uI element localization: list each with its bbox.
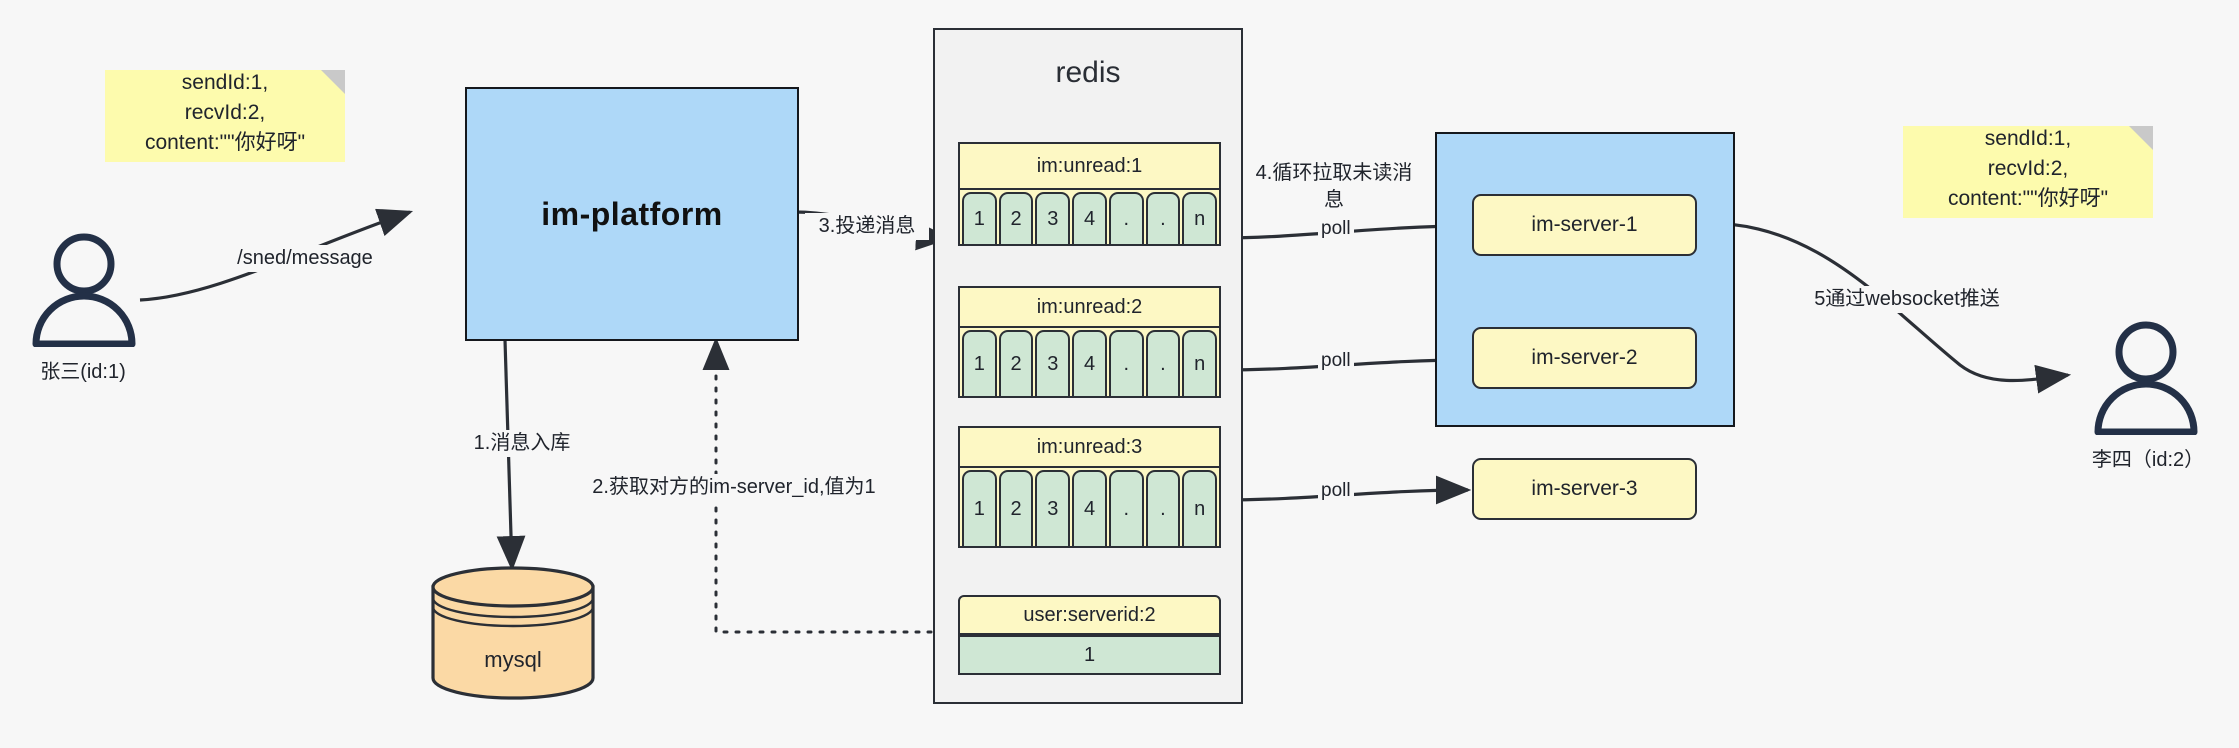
redis-cell: .: [1145, 192, 1181, 244]
edge-label-send-message: /sned/message: [228, 245, 382, 272]
redis-cell: .: [1108, 192, 1144, 244]
im-platform-box[interactable]: im-platform: [465, 87, 799, 341]
redis-cell: .: [1145, 330, 1181, 396]
mysql-label: mysql: [484, 647, 542, 672]
redis-cell: 4: [1072, 470, 1107, 546]
message-note-right: sendId:1, recvId:2, content:""你好呀": [1903, 126, 2153, 218]
edge-label-step1: 1.消息入库: [450, 430, 594, 457]
redis-key-im-unread-1[interactable]: im:unread:1 1 2 3 4 . . n: [958, 142, 1221, 246]
note-text: sendId:1, recvId:2, content:""你好呀": [144, 71, 306, 154]
note-fold-icon: [2129, 126, 2153, 150]
redis-cell: 1: [962, 330, 997, 396]
redis-cell: .: [1108, 470, 1144, 546]
redis-cell: 2: [998, 192, 1034, 244]
redis-cell: 4: [1072, 192, 1107, 244]
user-icon: [32, 233, 136, 348]
sender-label: 张三(id:1): [40, 361, 126, 383]
im-server-2-box[interactable]: im-server-2: [1472, 327, 1697, 389]
redis-cell: n: [1182, 192, 1218, 244]
edge-label-step5: 5通过websocket推送: [1790, 286, 2024, 313]
receiver-avatar: [2090, 320, 2202, 436]
redis-cell: 3: [1035, 470, 1071, 546]
redis-cell: 3: [1035, 330, 1071, 396]
im-server-1-label: im-server-1: [1531, 213, 1638, 236]
im-platform-label: im-platform: [541, 195, 723, 232]
mysql-database[interactable]: mysql: [428, 565, 598, 700]
redis-key-im-unread-2[interactable]: im:unread:2 1 2 3 4 . . n: [958, 286, 1221, 398]
note-text: sendId:1, recvId:2, content:""你好呀": [1947, 127, 2109, 210]
redis-cell: .: [1145, 470, 1181, 546]
edge-label-step2: 2.获取对方的im-server_id,值为1: [572, 474, 896, 501]
redis-cell: .: [1108, 330, 1144, 396]
redis-key-cells: 1 2 3 4 . . n: [960, 328, 1219, 396]
edge-label-poll-3: poll: [1318, 480, 1354, 502]
note-fold-icon: [321, 70, 345, 94]
redis-user-server-name: user:serverid:2: [958, 595, 1221, 635]
redis-cell: 1: [962, 470, 997, 546]
redis-cell: 3: [1035, 192, 1071, 244]
redis-cell: 1: [962, 192, 997, 244]
redis-key-im-unread-3[interactable]: im:unread:3 1 2 3 4 . . n: [958, 426, 1221, 548]
redis-key-user-serverid[interactable]: user:serverid:2 1: [958, 595, 1221, 675]
redis-key-name: im:unread:3: [960, 428, 1219, 468]
cylinder-icon: [431, 566, 595, 700]
im-server-1-box[interactable]: im-server-1: [1472, 194, 1697, 256]
redis-key-name: im:unread:1: [960, 144, 1219, 190]
im-server-3-label: im-server-3: [1531, 477, 1638, 500]
im-server-3-box[interactable]: im-server-3: [1472, 458, 1697, 520]
redis-cell: 4: [1072, 330, 1107, 396]
edge-label-step3: 3.投递消息: [805, 213, 929, 240]
redis-cell: n: [1182, 330, 1218, 396]
redis-key-name: im:unread:2: [960, 288, 1219, 328]
receiver-label: 李四（id:2）: [2091, 449, 2205, 471]
redis-title: redis: [1055, 56, 1121, 89]
im-server-2-label: im-server-2: [1531, 346, 1638, 369]
redis-cell: 2: [998, 330, 1034, 396]
redis-cell: 2: [998, 470, 1034, 546]
redis-key-cells: 1 2 3 4 . . n: [960, 190, 1219, 244]
user-icon: [2094, 321, 2198, 436]
redis-cell: n: [1182, 470, 1218, 546]
message-note-left: sendId:1, recvId:2, content:""你好呀": [105, 70, 345, 162]
redis-user-server-value: 1: [958, 635, 1221, 675]
edge-label-poll-1: poll: [1318, 218, 1354, 240]
sender-avatar: [28, 232, 140, 348]
edge-label-poll-2: poll: [1318, 350, 1354, 372]
redis-key-cells: 1 2 3 4 . . n: [960, 468, 1219, 546]
edge-label-step4: 4.循环拉取未读消 息: [1252, 160, 1416, 214]
